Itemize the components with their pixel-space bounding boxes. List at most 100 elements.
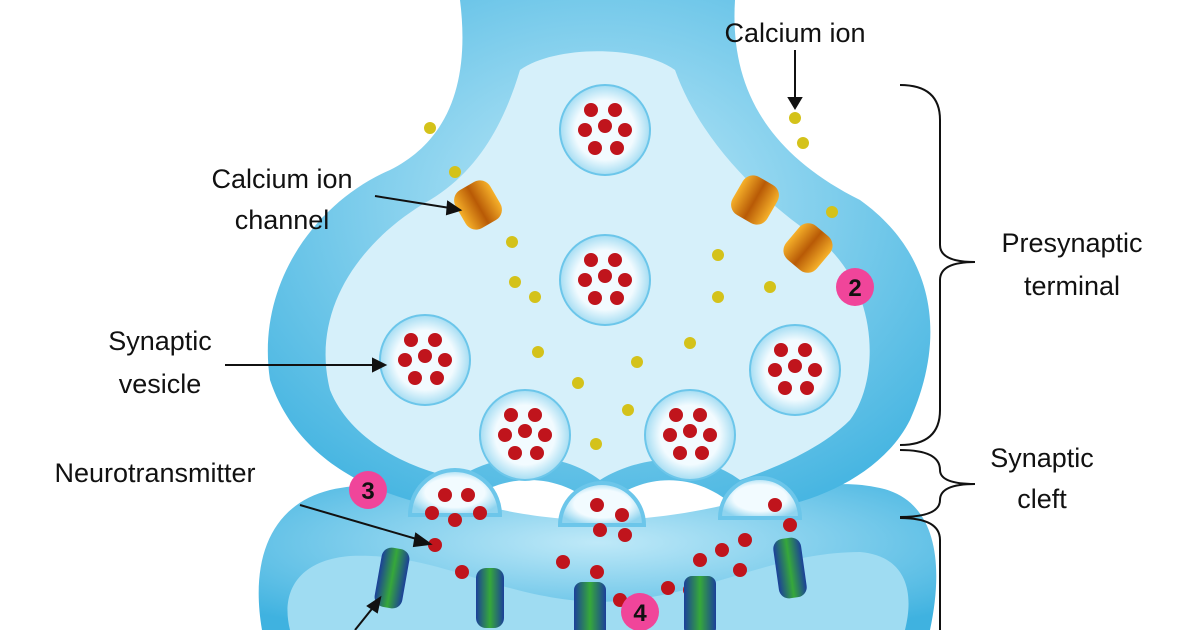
- neurotransmitter: [798, 343, 812, 357]
- neurotransmitter: [530, 446, 544, 460]
- neurotransmitter: [473, 506, 487, 520]
- label-calcium-ion: Calcium ion: [724, 18, 865, 48]
- label-cleft: cleft: [1017, 484, 1067, 514]
- calcium-ion: [509, 276, 521, 288]
- neurotransmitter: [808, 363, 822, 377]
- neurotransmitter: [774, 343, 788, 357]
- neurotransmitter: [438, 353, 452, 367]
- calcium-ion: [712, 249, 724, 261]
- step-badge-4: 4: [621, 593, 659, 630]
- fusing-vesicle: [407, 468, 503, 517]
- neurotransmitter: [418, 349, 432, 363]
- calcium-ion: [797, 137, 809, 149]
- neurotransmitter: [778, 381, 792, 395]
- svg-text:2: 2: [848, 275, 861, 302]
- neurotransmitter: [800, 381, 814, 395]
- neurotransmitter: [408, 371, 422, 385]
- neurotransmitter: [508, 446, 522, 460]
- neurotransmitter: [593, 523, 607, 537]
- neurotransmitter: [538, 428, 552, 442]
- label-presynaptic: Presynaptic: [1001, 228, 1142, 258]
- label-synaptic-vesicle: Synaptic: [108, 326, 212, 356]
- label-vesicle: vesicle: [119, 369, 202, 399]
- neurotransmitter: [693, 553, 707, 567]
- neurotransmitter: [768, 498, 782, 512]
- label-calcium-channel: Calcium ion: [211, 164, 352, 194]
- neurotransmitter: [578, 273, 592, 287]
- label-synaptic-cleft: Synaptic: [990, 443, 1094, 473]
- calcium-ion: [529, 291, 541, 303]
- neurotransmitter: [598, 119, 612, 133]
- calcium-ion: [506, 236, 518, 248]
- neurotransmitter: [695, 446, 709, 460]
- neurotransmitter: [528, 408, 542, 422]
- receptor: [574, 582, 606, 630]
- neurotransmitter: [504, 408, 518, 422]
- neurotransmitter: [584, 103, 598, 117]
- calcium-ion: [789, 112, 801, 124]
- label-neurotransmitter: Neurotransmitter: [54, 458, 255, 488]
- neurotransmitter: [673, 446, 687, 460]
- step-badge-2: 2: [836, 268, 874, 306]
- neurotransmitter: [683, 424, 697, 438]
- calcium-ion: [572, 377, 584, 389]
- label-terminal: terminal: [1024, 271, 1120, 301]
- neurotransmitter: [661, 581, 675, 595]
- neurotransmitter: [610, 291, 624, 305]
- calcium-ions: [424, 112, 838, 450]
- calcium-ion-channel: [731, 175, 779, 225]
- pointer-arrows: [225, 50, 976, 630]
- calcium-ion: [712, 291, 724, 303]
- neurotransmitter: [588, 141, 602, 155]
- calcium-ion: [532, 346, 544, 358]
- neurotransmitter: [618, 528, 632, 542]
- neurotransmitter: [584, 253, 598, 267]
- neurotransmitter: [669, 408, 683, 422]
- receptor: [684, 576, 716, 630]
- neurotransmitter: [455, 565, 469, 579]
- neurotransmitter: [428, 538, 442, 552]
- calcium-ion: [590, 438, 602, 450]
- neurotransmitter: [518, 424, 532, 438]
- neurotransmitter: [425, 506, 439, 520]
- receptor: [374, 547, 410, 609]
- calcium-ion: [631, 356, 643, 368]
- neurotransmitter: [461, 488, 475, 502]
- neurotransmitter: [608, 103, 622, 117]
- neurotransmitter: [738, 533, 752, 547]
- neurotransmitter: [615, 508, 629, 522]
- neurotransmitter: [428, 333, 442, 347]
- neurotransmitter: [693, 408, 707, 422]
- neurotransmitter: [598, 269, 612, 283]
- neurotransmitter: [398, 353, 412, 367]
- neurotransmitter: [404, 333, 418, 347]
- calcium-ion-channel: [783, 223, 833, 273]
- calcium-ion: [764, 281, 776, 293]
- neurotransmitter: [618, 273, 632, 287]
- neurotransmitter: [430, 371, 444, 385]
- calcium-ion: [424, 122, 436, 134]
- neurotransmitter: [556, 555, 570, 569]
- neurotransmitter: [733, 563, 747, 577]
- calcium-ion: [449, 166, 461, 178]
- neurotransmitter: [608, 253, 622, 267]
- neurotransmitter: [578, 123, 592, 137]
- neurotransmitter: [590, 498, 604, 512]
- neurotransmitter: [715, 543, 729, 557]
- svg-text:3: 3: [361, 478, 374, 505]
- svg-text:4: 4: [633, 600, 647, 627]
- neurotransmitter: [618, 123, 632, 137]
- neurotransmitter: [663, 428, 677, 442]
- neurotransmitter: [448, 513, 462, 527]
- calcium-ion: [684, 337, 696, 349]
- calcium-ion: [826, 206, 838, 218]
- postsynaptic-membrane: [258, 484, 937, 630]
- neurotransmitter: [703, 428, 717, 442]
- neurotransmitter: [588, 291, 602, 305]
- neurotransmitter: [590, 565, 604, 579]
- step-badge-3: 3: [349, 471, 387, 509]
- receptor: [476, 568, 504, 628]
- neurotransmitter: [783, 518, 797, 532]
- neurotransmitter: [498, 428, 512, 442]
- neurotransmitter: [610, 141, 624, 155]
